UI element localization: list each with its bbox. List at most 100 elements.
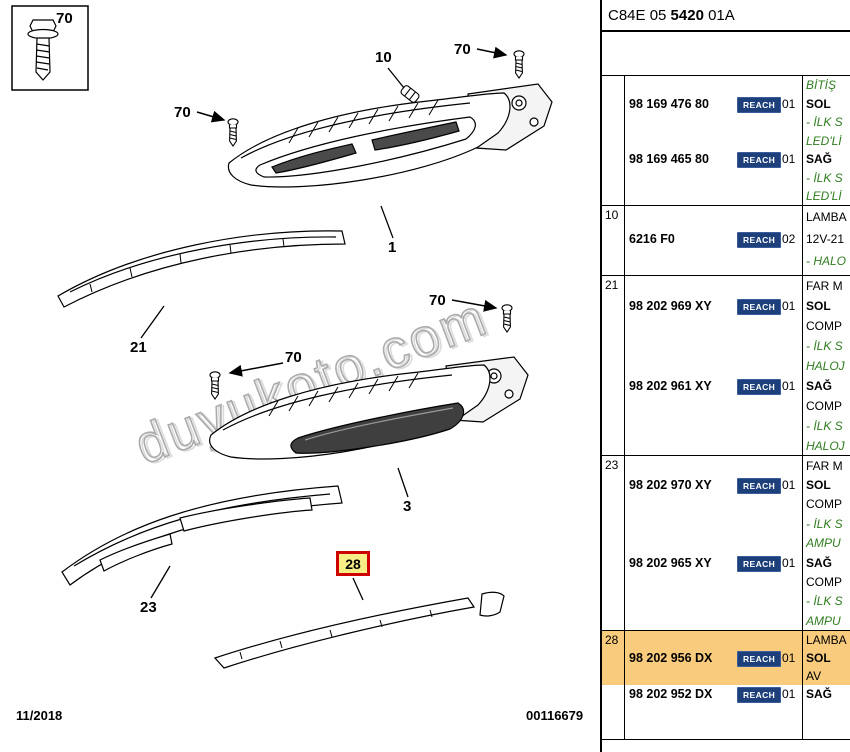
part-number[interactable]: 98 202 952 DX <box>629 687 713 701</box>
callout-70-mid-left[interactable]: 70 <box>285 349 302 366</box>
side-label: SOL <box>806 299 831 313</box>
reach-badge[interactable]: REACH <box>737 299 782 315</box>
row-number <box>602 76 624 205</box>
screw-icon <box>513 50 525 79</box>
arrow-70-tr <box>476 46 508 59</box>
document-number: 00116679 <box>526 708 584 723</box>
part-number[interactable]: 98 202 965 XY <box>629 555 712 570</box>
reach-badge[interactable]: REACH <box>737 152 782 169</box>
arrow-70-mid-right <box>451 299 498 312</box>
desc-line: FAR M <box>806 279 843 293</box>
desc-line: AV <box>806 669 822 683</box>
part-qty: 01 <box>782 379 796 393</box>
note-line: - İLK S <box>806 516 843 531</box>
desc-line: LAMBA <box>806 633 847 647</box>
callout-28-badge[interactable]: 28 <box>336 551 370 576</box>
part-qty: 01 <box>782 478 796 493</box>
note-line: AMPU <box>806 613 841 628</box>
leader-21 <box>140 305 165 339</box>
reach-badge[interactable]: REACH <box>737 96 782 113</box>
part-qty: 01 <box>782 96 796 111</box>
desc-line: FAR M <box>806 458 843 473</box>
callout-1[interactable]: 1 <box>388 239 396 256</box>
catalog-code-header: C84E 05 5420 01A <box>602 0 850 32</box>
reach-badge[interactable]: REACH <box>737 379 782 395</box>
note-line: HALOJ <box>806 359 845 373</box>
screw-icon <box>501 304 513 333</box>
callout-10[interactable]: 10 <box>375 49 392 66</box>
side-bulb <box>400 85 420 103</box>
side-label: SAĞ <box>806 687 833 701</box>
part-number[interactable]: 98 169 465 80 <box>629 152 709 167</box>
callout-70-box[interactable]: 70 <box>56 10 73 27</box>
side-label: SOL <box>806 478 831 493</box>
parts-table: C84E 05 5420 01A BİTİŞ 98 169 476 80 REA… <box>600 0 850 752</box>
side-label: SOL <box>806 96 831 111</box>
arrow-70-left <box>196 110 226 123</box>
code-main: 5420 <box>670 7 704 24</box>
part-number[interactable]: 98 169 476 80 <box>629 96 709 111</box>
row-number: 21 <box>605 278 619 292</box>
part-qty: 01 <box>782 555 796 570</box>
fog-lamp-assembly <box>209 356 529 460</box>
part-qty: 01 <box>782 299 796 313</box>
code-prefix: C84E 05 <box>608 7 667 24</box>
leader-1 <box>380 205 394 239</box>
row-number: 10 <box>605 208 619 222</box>
part-number[interactable]: 98 202 956 DX <box>629 651 713 665</box>
side-label: SAĞ <box>806 152 833 167</box>
note-line: - İLK S <box>806 419 843 433</box>
table-row-group: BİTİŞ 98 169 476 80 REACH 01 SOL - İLK S… <box>602 75 850 205</box>
part-qty: 01 <box>782 152 796 167</box>
flange-bolt-icon <box>27 19 59 81</box>
reach-badge[interactable]: REACH <box>737 687 782 703</box>
upper-trim-strip <box>57 230 346 308</box>
bumper-strip <box>213 591 505 669</box>
side-label: SOL <box>806 651 831 665</box>
reach-badge[interactable]: REACH <box>737 651 782 667</box>
part-number[interactable]: 6216 F0 <box>629 232 675 246</box>
desc-line: COMP <box>806 575 842 590</box>
table-row-group: 21 FAR M 98 202 969 XY REACH 01 SOL COMP… <box>602 275 850 455</box>
column-divider <box>802 75 803 739</box>
leader-28 <box>352 577 364 601</box>
drl-lamp-assembly <box>227 83 553 188</box>
table-row-group-selected: 28 LAMBA 98 202 956 DX REACH 01 SOL AV 9… <box>602 630 850 740</box>
part-qty: 01 <box>782 687 796 701</box>
note-line: LED'Lİ <box>806 189 842 204</box>
bolt-detail-box: 70 <box>11 5 89 91</box>
reach-badge[interactable]: REACH <box>737 478 782 495</box>
note-line: - İLK S <box>806 170 843 185</box>
side-label: SAĞ <box>806 379 833 393</box>
leader-23 <box>150 565 171 599</box>
reach-badge[interactable]: REACH <box>737 232 782 248</box>
reach-badge[interactable]: REACH <box>737 555 782 572</box>
lower-trim-strip <box>61 485 343 586</box>
date-code: 11/2018 <box>16 708 63 723</box>
part-number[interactable]: 98 202 969 XY <box>629 299 712 313</box>
screw-icon <box>227 118 239 147</box>
table-row-group: 10 LAMBA 6216 F0 REACH 02 12V-21 - HALO <box>602 205 850 275</box>
desc-line: COMP <box>806 497 842 512</box>
note-line: HALOJ <box>806 439 845 453</box>
selection-highlight <box>602 631 850 685</box>
callout-70-top-right[interactable]: 70 <box>454 41 471 58</box>
callout-70-mid-right[interactable]: 70 <box>429 292 446 309</box>
callout-70-left[interactable]: 70 <box>174 104 191 121</box>
desc-line: COMP <box>806 319 842 333</box>
callout-3[interactable]: 3 <box>403 498 411 515</box>
table-row-group: 23 FAR M 98 202 970 XY REACH 01 SOL COMP… <box>602 455 850 630</box>
part-number[interactable]: 98 202 961 XY <box>629 379 712 393</box>
desc-line: 12V-21 <box>806 232 845 246</box>
note-line: - İLK S <box>806 115 843 130</box>
side-label: SAĞ <box>806 555 833 570</box>
part-qty: 02 <box>782 232 796 246</box>
callout-21[interactable]: 21 <box>130 339 147 356</box>
callout-23[interactable]: 23 <box>140 599 157 616</box>
part-number[interactable]: 98 202 970 XY <box>629 478 712 493</box>
exploded-diagram: duyukoto.com duyukoto.com 70 <box>11 5 584 723</box>
code-suffix: 01A <box>708 7 735 24</box>
part-qty: 01 <box>782 651 796 665</box>
row-number: 28 <box>605 633 619 647</box>
arrow-70-mid-left <box>228 362 284 377</box>
